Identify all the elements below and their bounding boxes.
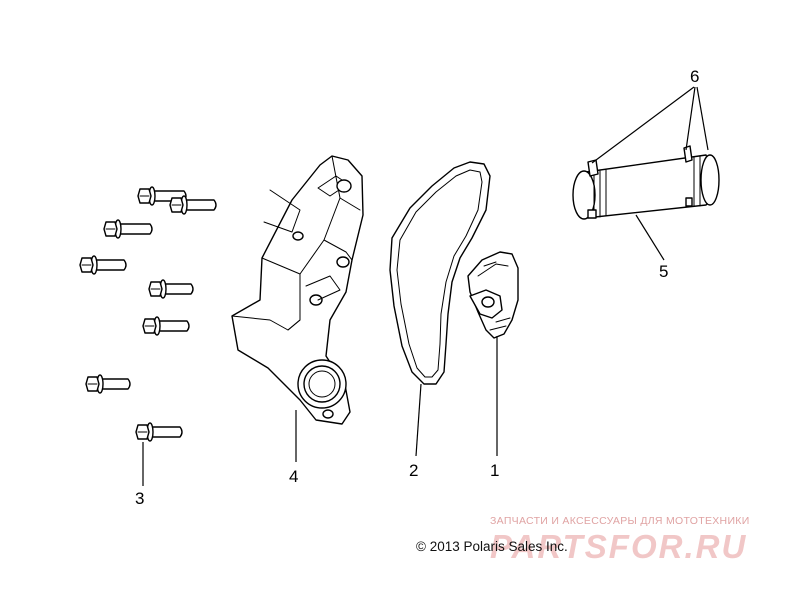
bolt [79, 255, 127, 275]
bolt-group [79, 186, 217, 442]
callout-6: 6 [690, 67, 699, 86]
gasket-ring [389, 161, 491, 385]
impeller [467, 251, 519, 339]
watermark-tagline: ЗАПЧАСТИ И АКСЕССУАРЫ ДЛЯ МОТОТЕХНИКИ [490, 515, 750, 527]
bolt [135, 422, 183, 442]
callout-4: 4 [289, 467, 298, 486]
callout-5: 5 [659, 262, 668, 281]
leader-lines [142, 86, 709, 486]
bolt [103, 219, 153, 239]
bolt [85, 374, 131, 394]
callout-3: 3 [135, 489, 144, 508]
coolant-tube [572, 145, 720, 220]
copyright-text: © 2013 Polaris Sales Inc. [416, 539, 568, 554]
watermark-logo: PARTSFOR.RU [490, 528, 748, 565]
callout-1: 1 [490, 461, 499, 480]
callout-2: 2 [409, 461, 418, 480]
pump-housing-cover [231, 155, 364, 425]
bolt [142, 316, 190, 336]
bolt [169, 195, 217, 215]
bolt [148, 279, 194, 299]
callout-labels: 1 2 3 4 5 6 [135, 67, 699, 508]
